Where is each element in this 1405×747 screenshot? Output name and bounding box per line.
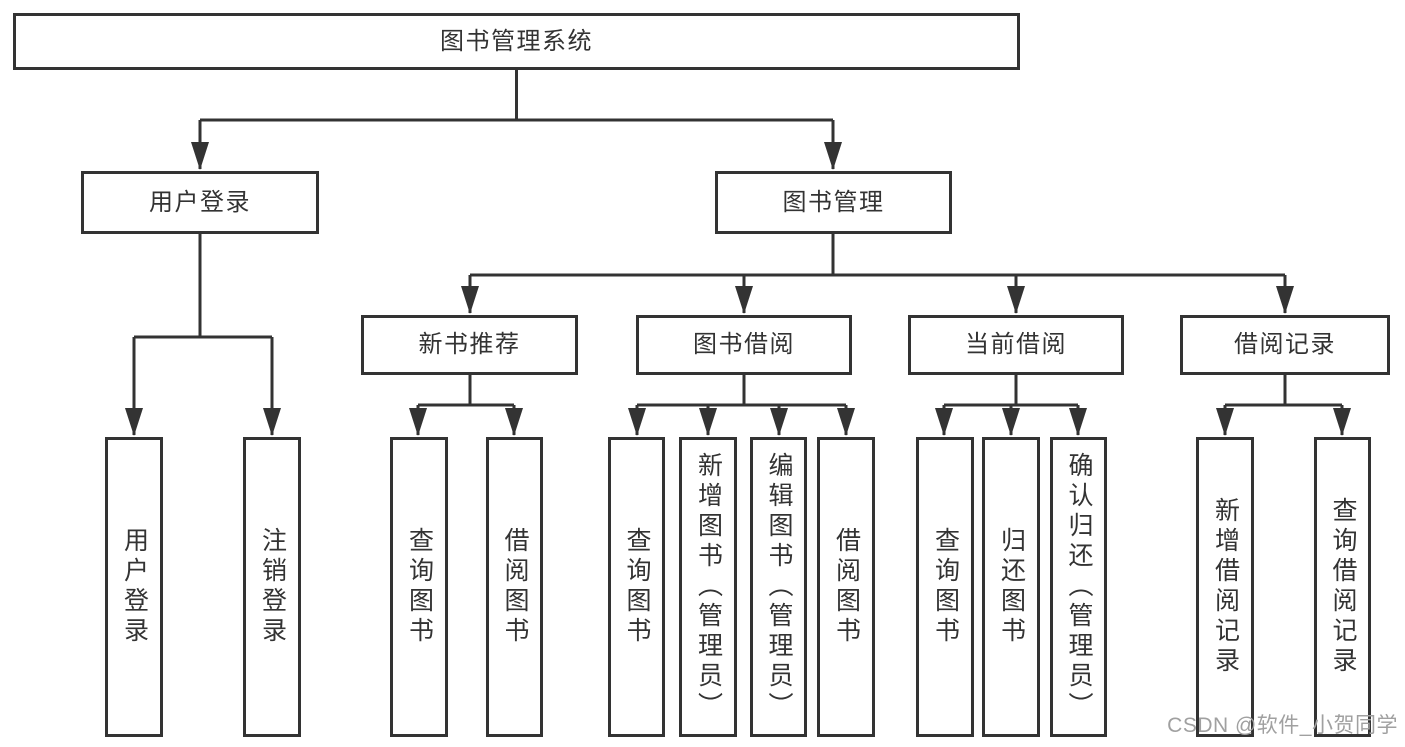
- leaf-book-borrow-edit: 编辑图书（管理员）: [750, 437, 807, 737]
- leaf-user-login-label: 用户登录: [120, 527, 149, 647]
- leaf-logout: 注销登录: [243, 437, 301, 737]
- connector-new-books-children: [418, 375, 514, 407]
- node-root-label: 图书管理系统: [440, 27, 593, 55]
- leaf-new-books-borrow-label: 借阅图书: [501, 527, 529, 647]
- leaf-book-borrow-add: 新增图书（管理员）: [679, 437, 737, 737]
- leaf-new-books-borrow: 借阅图书: [486, 437, 543, 737]
- leaf-records-add-label: 新增借阅记录: [1211, 497, 1240, 677]
- leaf-book-borrow-borrow: 借阅图书: [817, 437, 875, 737]
- leaf-current-borrow-return: 归还图书: [982, 437, 1040, 737]
- node-borrow-records-label: 借阅记录: [1234, 331, 1336, 358]
- leaf-logout-label: 注销登录: [258, 527, 287, 647]
- leaf-user-login: 用户登录: [105, 437, 163, 737]
- leaf-new-books-query: 查询图书: [390, 437, 448, 737]
- leaf-records-query: 查询借阅记录: [1314, 437, 1371, 737]
- leaf-book-borrow-query-label: 查询图书: [623, 527, 651, 647]
- node-root: 图书管理系统: [13, 13, 1020, 70]
- leaf-current-borrow-query-label: 查询图书: [931, 527, 960, 647]
- leaf-current-borrow-confirm: 确认归还（管理员）: [1050, 437, 1107, 737]
- node-new-books: 新书推荐: [361, 315, 578, 375]
- csdn-watermark: CSDN @软件_小贺同学: [1167, 714, 1398, 737]
- leaf-book-borrow-edit-label: 编辑图书（管理员）: [765, 452, 793, 722]
- connector-current-borrow-children: [944, 375, 1078, 407]
- connector-book-borrow-children: [637, 375, 846, 407]
- node-new-books-label: 新书推荐: [418, 331, 521, 358]
- connector-root-to-level2: [200, 70, 833, 122]
- node-book-mgmt-label: 图书管理: [782, 188, 885, 216]
- node-book-mgmt: 图书管理: [715, 171, 952, 234]
- leaf-records-query-label: 查询借阅记录: [1329, 497, 1357, 677]
- connector-book-mgmt-children: [470, 234, 1285, 277]
- node-current-borrow-label: 当前借阅: [965, 331, 1067, 358]
- node-borrow-records: 借阅记录: [1180, 315, 1390, 375]
- leaf-current-borrow-confirm-label: 确认归还（管理员）: [1065, 452, 1093, 722]
- node-book-borrow: 图书借阅: [636, 315, 852, 375]
- connector-borrow-records-children: [1225, 375, 1342, 407]
- connector-user-login-children: [134, 234, 272, 339]
- node-user-login: 用户登录: [81, 171, 319, 234]
- leaf-book-borrow-borrow-label: 借阅图书: [832, 527, 861, 647]
- node-book-borrow-label: 图书借阅: [693, 331, 795, 358]
- leaf-new-books-query-label: 查询图书: [405, 527, 434, 647]
- leaf-current-borrow-return-label: 归还图书: [997, 527, 1026, 647]
- leaf-book-borrow-add-label: 新增图书（管理员）: [694, 452, 723, 722]
- leaf-current-borrow-query: 查询图书: [916, 437, 974, 737]
- node-user-login-label: 用户登录: [149, 188, 251, 216]
- leaf-book-borrow-query: 查询图书: [608, 437, 665, 737]
- node-current-borrow: 当前借阅: [908, 315, 1124, 375]
- leaf-records-add: 新增借阅记录: [1196, 437, 1254, 737]
